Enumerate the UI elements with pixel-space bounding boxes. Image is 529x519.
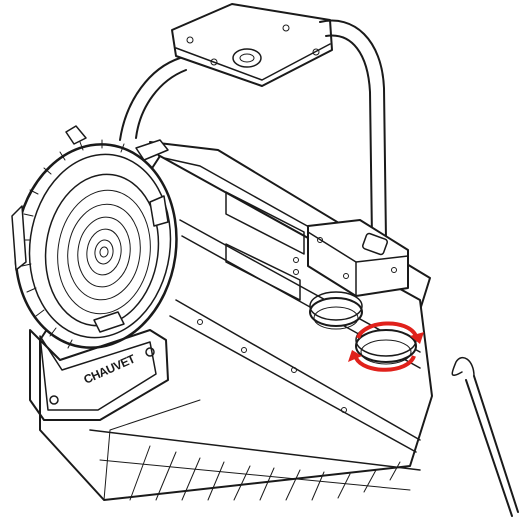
rear-upper-knob bbox=[309, 291, 363, 330]
rear-connector-box bbox=[307, 219, 409, 297]
cable-icon bbox=[451, 356, 519, 517]
front-lens-ring bbox=[11, 125, 178, 349]
yoke-bracket bbox=[119, 3, 387, 241]
front-bezel bbox=[29, 329, 169, 421]
rotation-arrows-icon bbox=[348, 321, 424, 372]
